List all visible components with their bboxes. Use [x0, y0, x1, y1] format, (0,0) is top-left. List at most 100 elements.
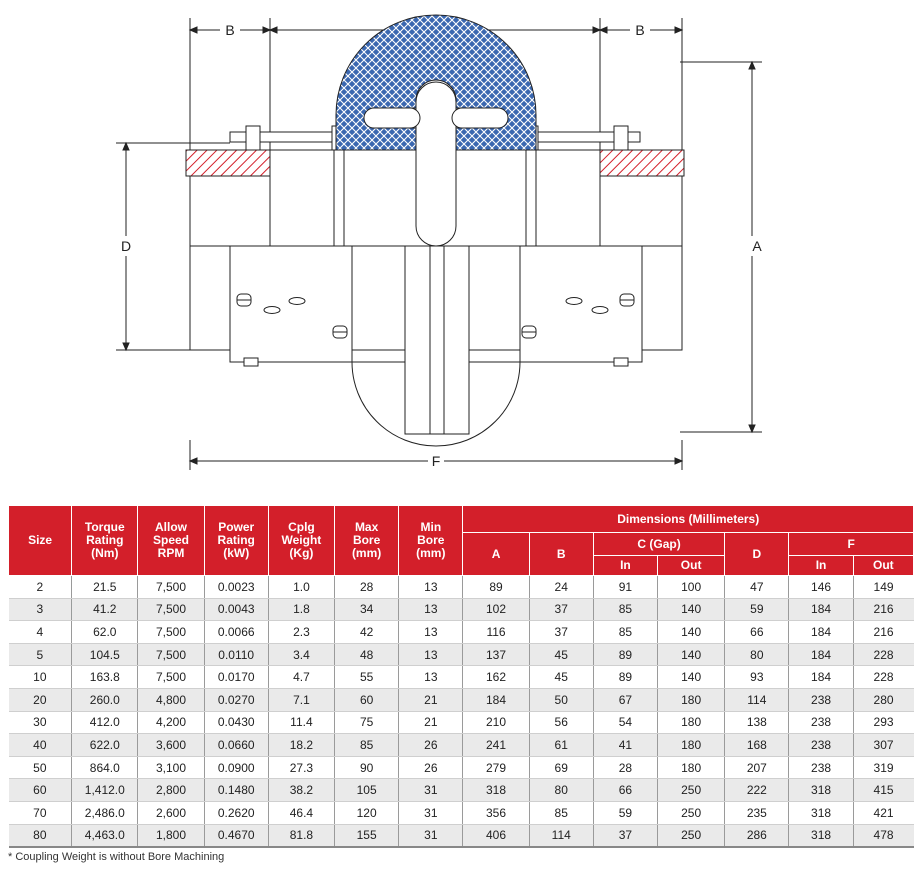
- table-cell: 238: [788, 756, 854, 780]
- table-cell: 116: [462, 620, 530, 644]
- table-cell: 3: [8, 598, 73, 622]
- table-cell: 89: [593, 643, 659, 667]
- table-cell: 250: [657, 778, 726, 802]
- table-cell: 81.8: [268, 824, 336, 849]
- header-f: F: [788, 532, 914, 556]
- table-cell: 4: [8, 620, 73, 644]
- dim-label-b-right: B: [635, 22, 644, 38]
- table-cell: 60: [334, 688, 400, 712]
- table-cell: 66: [593, 778, 659, 802]
- table-cell: 100: [657, 575, 726, 599]
- table-cell: 319: [853, 756, 914, 780]
- header-c-out: Out: [657, 555, 726, 576]
- table-cell: 228: [853, 665, 914, 689]
- table-cell: 40: [8, 733, 73, 757]
- table-cell: 28: [334, 575, 400, 599]
- table-cell: 5: [8, 643, 73, 667]
- table-cell: 80: [529, 778, 594, 802]
- table-cell: 90: [334, 756, 400, 780]
- table-cell: 47: [724, 575, 790, 599]
- table-cell: 250: [657, 824, 726, 849]
- table-cell: 0.2620: [204, 801, 269, 825]
- table-cell: 54: [593, 711, 659, 735]
- table-cell: 421: [853, 801, 914, 825]
- table-cell: 28: [593, 756, 659, 780]
- table-cell: 62.0: [71, 620, 139, 644]
- table-cell: 210: [462, 711, 530, 735]
- table-cell: 356: [462, 801, 530, 825]
- header-f-in: In: [788, 555, 854, 576]
- table-cell: 238: [788, 711, 854, 735]
- table-cell: 0.0043: [204, 598, 269, 622]
- table-cell: 2,486.0: [71, 801, 139, 825]
- elastomer-element: [335, 14, 537, 247]
- table-cell: 24: [529, 575, 594, 599]
- table-cell: 280: [853, 688, 914, 712]
- table-cell: 318: [788, 778, 854, 802]
- table-cell: 318: [788, 824, 854, 849]
- table-cell: 89: [462, 575, 530, 599]
- table-cell: 162: [462, 665, 530, 689]
- table-cell: 478: [853, 824, 914, 849]
- table-cell: 216: [853, 598, 914, 622]
- table-cell: 3,100: [137, 756, 205, 780]
- table-cell: 241: [462, 733, 530, 757]
- table-cell: 93: [724, 665, 790, 689]
- table-cell: 406: [462, 824, 530, 849]
- table-cell: 184: [788, 643, 854, 667]
- table-cell: 80: [724, 643, 790, 667]
- table-cell: 104.5: [71, 643, 139, 667]
- table-cell: 85: [593, 620, 659, 644]
- table-cell: 149: [853, 575, 914, 599]
- table-cell: 184: [462, 688, 530, 712]
- table-cell: 0.0430: [204, 711, 269, 735]
- table-cell: 85: [334, 733, 400, 757]
- table-cell: 7.1: [268, 688, 336, 712]
- table-cell: 2,800: [137, 778, 205, 802]
- table-cell: 184: [788, 665, 854, 689]
- table-cell: 66: [724, 620, 790, 644]
- table-cell: 3,600: [137, 733, 205, 757]
- table-cell: 31: [398, 778, 464, 802]
- table-cell: 207: [724, 756, 790, 780]
- table-cell: 180: [657, 756, 726, 780]
- table-cell: 140: [657, 643, 726, 667]
- table-cell: 45: [529, 643, 594, 667]
- table-cell: 415: [853, 778, 914, 802]
- coupling-body: [185, 125, 685, 447]
- header-c-in: In: [592, 555, 659, 576]
- table-cell: 140: [657, 665, 726, 689]
- table-cell: 235: [724, 801, 790, 825]
- table-cell: 286: [724, 824, 790, 849]
- table-cell: 184: [788, 598, 854, 622]
- table-cell: 622.0: [71, 733, 139, 757]
- table-cell: 2: [8, 575, 73, 599]
- table-cell: 4,200: [137, 711, 205, 735]
- table-cell: 37: [529, 620, 594, 644]
- table-cell: 37: [529, 598, 594, 622]
- table-cell: 7,500: [137, 620, 205, 644]
- table-cell: 34: [334, 598, 400, 622]
- table-cell: 3.4: [268, 643, 336, 667]
- table-cell: 140: [657, 620, 726, 644]
- table-cell: 140: [657, 598, 726, 622]
- table-cell: 102: [462, 598, 530, 622]
- table-cell: 307: [853, 733, 914, 757]
- table-cell: 180: [657, 733, 726, 757]
- dimension-lines: [116, 18, 762, 470]
- table-cell: 10: [8, 665, 73, 689]
- table-cell: 4.7: [268, 665, 336, 689]
- table-cell: 864.0: [71, 756, 139, 780]
- table-cell: 146: [788, 575, 854, 599]
- table-cell: 42: [334, 620, 400, 644]
- table-cell: 13: [398, 665, 464, 689]
- table-cell: 41.2: [71, 598, 139, 622]
